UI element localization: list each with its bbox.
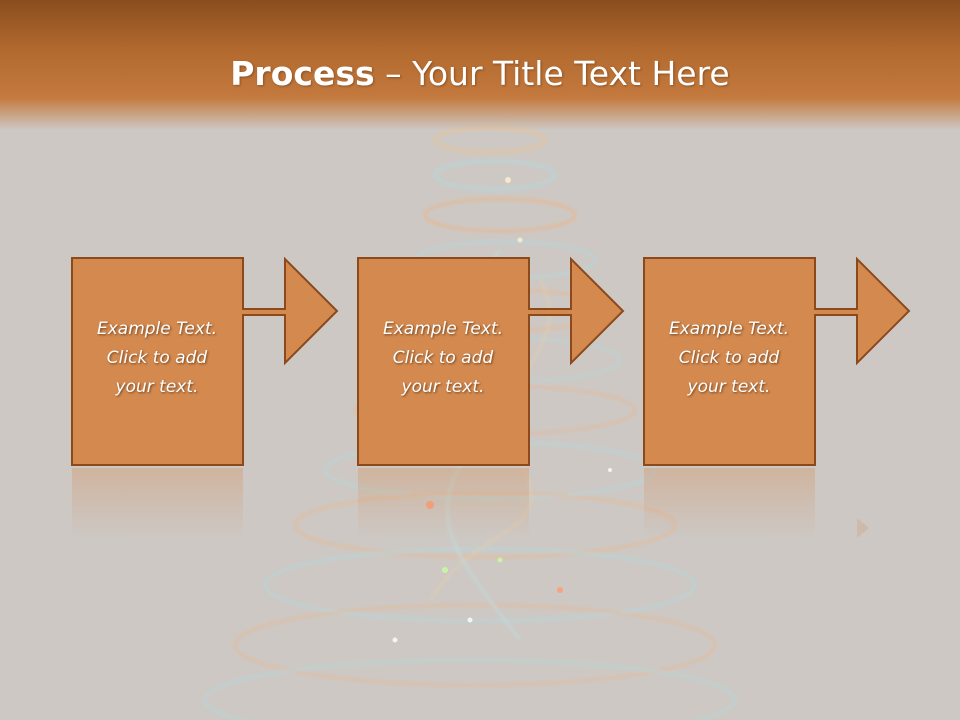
title-rest: – Your Title Text Here xyxy=(374,54,730,93)
step-arrow-shape xyxy=(357,256,625,466)
step-text-line: your text. xyxy=(401,377,485,397)
slide-title[interactable]: Process – Your Title Text Here xyxy=(0,52,960,96)
step-arrow-shape xyxy=(71,256,339,466)
step-text-line: Click to add xyxy=(392,348,494,368)
step-text-line: Example Text. xyxy=(96,319,218,339)
process-step-2[interactable]: Example Text. Click to add your text. xyxy=(357,256,627,467)
step-1-reflection xyxy=(72,468,243,538)
step-text-line: Click to add xyxy=(678,348,780,368)
step-3-reflection xyxy=(644,468,869,538)
step-text[interactable]: Example Text. Click to add your text. xyxy=(357,315,529,402)
step-text[interactable]: Example Text. Click to add your text. xyxy=(71,315,243,402)
title-bar xyxy=(0,0,960,130)
step-text[interactable]: Example Text. Click to add your text. xyxy=(643,315,815,402)
step-text-line: Click to add xyxy=(106,348,208,368)
step-2-reflection xyxy=(358,468,529,538)
step-text-line: your text. xyxy=(687,377,771,397)
step-text-line: your text. xyxy=(115,377,199,397)
process-step-1[interactable]: Example Text. Click to add your text. xyxy=(71,256,341,467)
step-arrow-shape xyxy=(643,256,911,466)
title-bold: Process xyxy=(230,54,375,93)
step-text-line: Example Text. xyxy=(382,319,504,339)
process-step-3[interactable]: Example Text. Click to add your text. xyxy=(643,256,913,467)
step-text-line: Example Text. xyxy=(668,319,790,339)
